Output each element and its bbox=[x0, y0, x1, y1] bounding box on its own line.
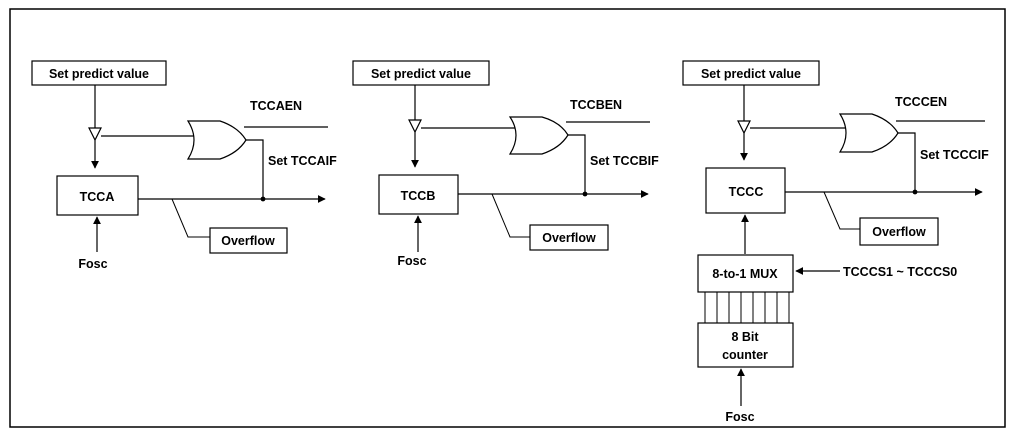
junction-dot-b bbox=[582, 191, 588, 197]
predict-label-a: Set predict value bbox=[49, 67, 149, 81]
clock-label-a: Fosc bbox=[78, 257, 107, 271]
prescaler-label-line2: counter bbox=[722, 348, 768, 362]
buffer-icon-b bbox=[408, 119, 422, 134]
overflow-label-c: Overflow bbox=[872, 225, 926, 239]
data-bus bbox=[704, 292, 790, 323]
prescaler-label-line1: 8 Bit bbox=[731, 330, 759, 344]
clock-label-c: Fosc bbox=[725, 410, 754, 424]
overflow-label-a: Overflow bbox=[221, 234, 275, 248]
counter-box-a bbox=[56, 175, 139, 216]
enable-label-b: TCCBEN bbox=[570, 98, 622, 112]
predict-box-c bbox=[682, 60, 820, 86]
buffer-icon-c bbox=[737, 120, 751, 135]
or-gate-icon-b bbox=[508, 116, 569, 155]
mux-box bbox=[697, 254, 794, 293]
predict-label-b: Set predict value bbox=[371, 67, 471, 81]
flag-label-c: Set TCCCIF bbox=[920, 148, 989, 162]
junction-dot-c bbox=[912, 189, 918, 195]
counter-box-b bbox=[378, 174, 459, 215]
or-gate-icon-a bbox=[186, 120, 247, 160]
timer-block-b: Set predict value TCCBEN Set TCCBIF TCCB… bbox=[352, 60, 659, 268]
buffer-icon-a bbox=[88, 127, 102, 142]
predict-box-a bbox=[31, 60, 167, 86]
flag-label-b: Set TCCBIF bbox=[590, 154, 659, 168]
flag-label-a: Set TCCAIF bbox=[268, 154, 337, 168]
junction-dot-a bbox=[260, 196, 266, 202]
counter-label-c: TCCC bbox=[729, 185, 764, 199]
overflow-label-b: Overflow bbox=[542, 231, 596, 245]
overflow-box-a bbox=[209, 227, 288, 254]
counter-box-c bbox=[705, 167, 786, 214]
clock-label-b: Fosc bbox=[397, 254, 426, 268]
counter-label-a: TCCA bbox=[80, 190, 115, 204]
overflow-box-c bbox=[859, 217, 939, 246]
counter-label-b: TCCB bbox=[401, 189, 436, 203]
select-label: TCCCS1 ~ TCCCS0 bbox=[843, 265, 957, 279]
diagram-frame bbox=[9, 8, 1006, 428]
timer-block-a: Set predict value TCCAEN Set TCCAIF TCCA… bbox=[31, 60, 337, 271]
overflow-box-b bbox=[529, 224, 609, 251]
predict-label-c: Set predict value bbox=[701, 67, 801, 81]
enable-label-c: TCCCEN bbox=[895, 95, 947, 109]
timer-block-c: Set predict value TCCCEN Set TCCCIF TCCC… bbox=[682, 60, 989, 424]
prescaler-box bbox=[697, 322, 794, 368]
or-gate-icon-c bbox=[838, 113, 899, 153]
predict-box-b bbox=[352, 60, 490, 86]
mux-label: 8-to-1 MUX bbox=[712, 267, 778, 281]
enable-label-a: TCCAEN bbox=[250, 99, 302, 113]
